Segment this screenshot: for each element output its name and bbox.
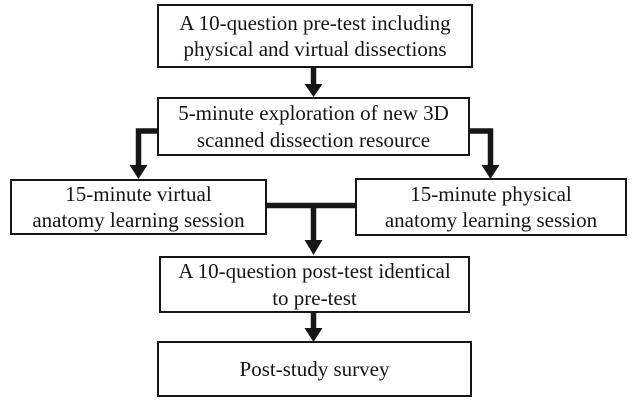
node-posttest-line2: to pre-test	[272, 285, 357, 310]
arrow-pretest-to-exploration	[304, 66, 323, 97]
node-survey: Post-study survey	[157, 341, 472, 397]
arrow-posttest-to-survey	[304, 311, 323, 342]
arrow-exploration-to-physical	[467, 128, 500, 179]
arrow-exploration-to-virtual	[129, 128, 160, 179]
node-virtual-session-line2: anatomy learning session	[32, 208, 245, 232]
node-exploration: 5-minute exploration of new 3D scanned d…	[157, 97, 470, 156]
node-posttest-line1: A 10-question post-test identical	[178, 259, 451, 283]
node-physical-session-line1: 15-minute physical	[410, 181, 572, 206]
node-virtual-session: 15-minute virtual anatomy learning sessi…	[10, 179, 267, 235]
node-pretest: A 10-question pre-test including physica…	[157, 4, 473, 68]
node-pretest-line2: physical and virtual dissections	[183, 37, 447, 61]
node-survey-line1: Post-study survey	[239, 356, 390, 381]
node-exploration-line2: scanned dissection resource	[196, 127, 431, 152]
node-physical-session-line2: anatomy learning session	[384, 208, 598, 232]
node-posttest: A 10-question post-test identical to pre…	[159, 256, 470, 313]
node-pretest-line1: A 10-question pre-test including	[179, 10, 451, 35]
node-exploration-line1: 5-minute exploration of new 3D	[178, 101, 449, 125]
arrow-sessions-merge-to-posttest	[264, 202, 358, 255]
node-physical-session: 15-minute physical anatomy learning sess…	[355, 178, 627, 236]
node-virtual-session-line1: 15-minute virtual	[65, 181, 212, 206]
